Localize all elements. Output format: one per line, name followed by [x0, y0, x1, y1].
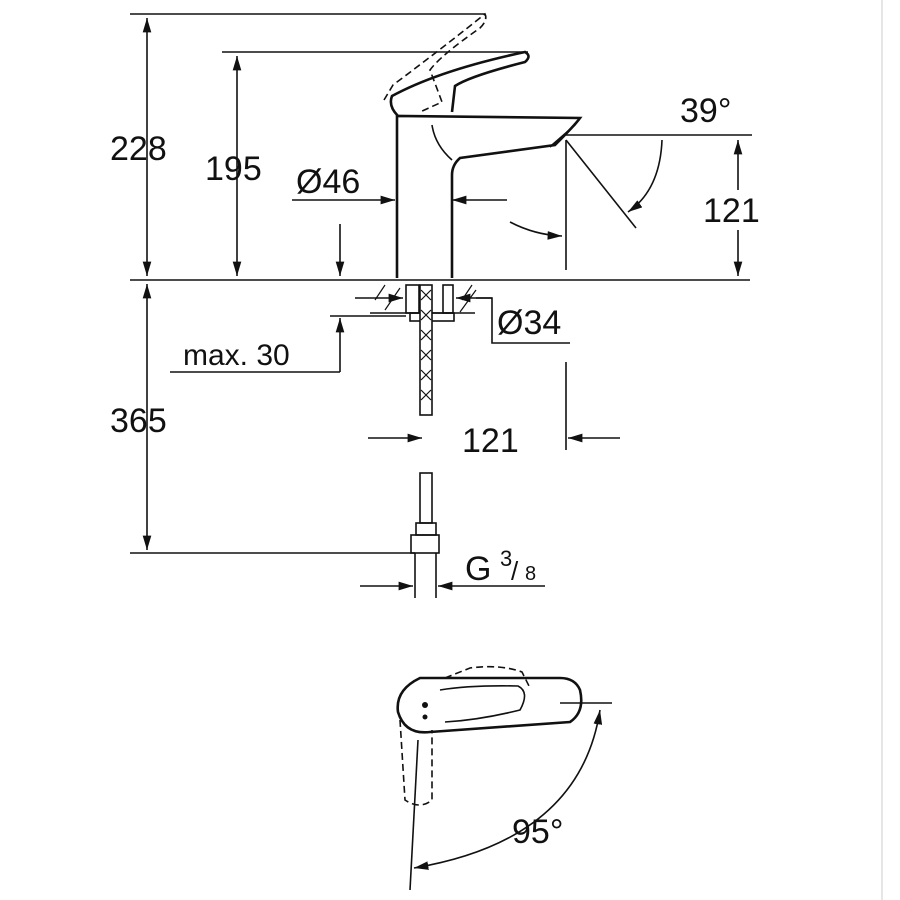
dim-body-diameter: Ø46 [292, 163, 507, 205]
label-121-height: 121 [703, 192, 760, 230]
dim-spout-clearance: 121 [703, 140, 760, 276]
label-g-denominator: 8 [525, 563, 536, 585]
label-195: 195 [205, 150, 262, 188]
fraction-slash: / [511, 556, 519, 586]
dim-spout-reach: 121 [368, 362, 620, 460]
faucet-top-view: 95° [396, 665, 612, 891]
label-g: G [465, 550, 491, 588]
label-g-numerator: 3 [500, 546, 512, 571]
dim-hose-length: 365 [110, 284, 415, 554]
label-95deg: 95° [512, 813, 563, 851]
dim-spout-angle: 39° [509, 92, 752, 270]
label-d34: Ø34 [497, 304, 561, 342]
hose-connector: G 3 / 8 [360, 472, 545, 598]
label-365: 365 [110, 402, 167, 440]
dim-spout-height: 195 [205, 51, 528, 276]
label-121-reach: 121 [462, 422, 519, 460]
dim-total-height: 228 [110, 13, 485, 276]
label-d46: Ø46 [296, 163, 360, 201]
label-228: 228 [110, 130, 167, 168]
label-max30: max. 30 [183, 339, 290, 372]
label-39deg: 39° [680, 92, 731, 130]
faucet-body [383, 12, 583, 278]
dim-max-deck-thickness: max. 30 [170, 224, 406, 373]
deck-mounting-section: Ø34 [355, 284, 570, 416]
